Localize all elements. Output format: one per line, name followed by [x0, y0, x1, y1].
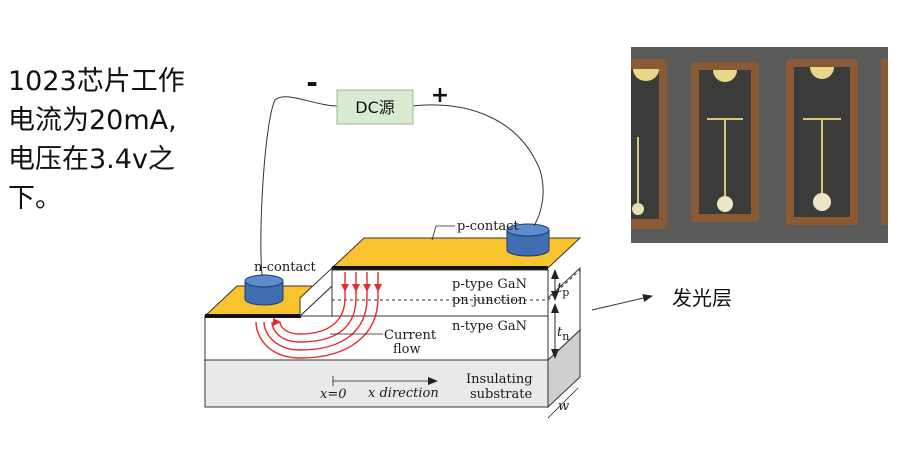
mesa-front — [331, 269, 549, 317]
n-type-label: n-type GaN — [452, 319, 527, 334]
n-type-layer — [204, 266, 581, 362]
substrate-label: substrate — [470, 387, 532, 402]
wire-negative — [260, 96, 339, 276]
caption-line-3: 电压在3.4v之 — [8, 144, 175, 175]
caption-line-1: 1023芯片工作 — [8, 66, 185, 97]
insulating-label: Insulating — [466, 372, 533, 387]
p-electrode — [506, 223, 550, 257]
p-contact-leader — [431, 225, 437, 241]
caption-line-4: 下。 — [8, 183, 62, 214]
tp-label: tp — [557, 281, 569, 299]
n-contact-label: n-contact — [254, 260, 317, 275]
w-label: w — [558, 399, 569, 414]
tn-label: tn — [557, 325, 569, 343]
pn-junction-label: pn junction — [452, 293, 527, 308]
current-flow-arrows — [255, 272, 379, 359]
current-flow-label-1: Current — [384, 328, 437, 343]
minus-sign: - — [306, 66, 318, 99]
dc-source-label: DC源 — [355, 98, 395, 117]
caption-text: 1023芯片工作 电流为20mA, 电压在3.4v之 下。 — [8, 62, 185, 218]
n-electrode — [244, 274, 284, 306]
chip-die-3 — [786, 59, 858, 225]
dc-source-box — [336, 89, 414, 125]
emission-layer-label: 发光层 — [672, 286, 732, 310]
current-arrowheads — [341, 284, 382, 292]
layer-arrow — [591, 294, 653, 311]
chip-die-4 — [881, 59, 888, 225]
p-type-label: p-type GaN — [452, 277, 527, 292]
width-marker — [547, 387, 579, 419]
chip-photo — [631, 47, 888, 243]
plus-sign: + — [431, 83, 449, 108]
chip-die-1 — [631, 59, 667, 229]
x-direction-label: x direction — [368, 386, 439, 401]
current-flow-label-2: flow — [393, 342, 421, 357]
x0-label: x=0 — [320, 387, 347, 402]
wire-positive — [411, 104, 544, 227]
caption-line-2: 电流为20mA, — [8, 105, 177, 136]
chip-die-2 — [691, 62, 759, 222]
p-contact-label: p-contact — [457, 219, 519, 234]
